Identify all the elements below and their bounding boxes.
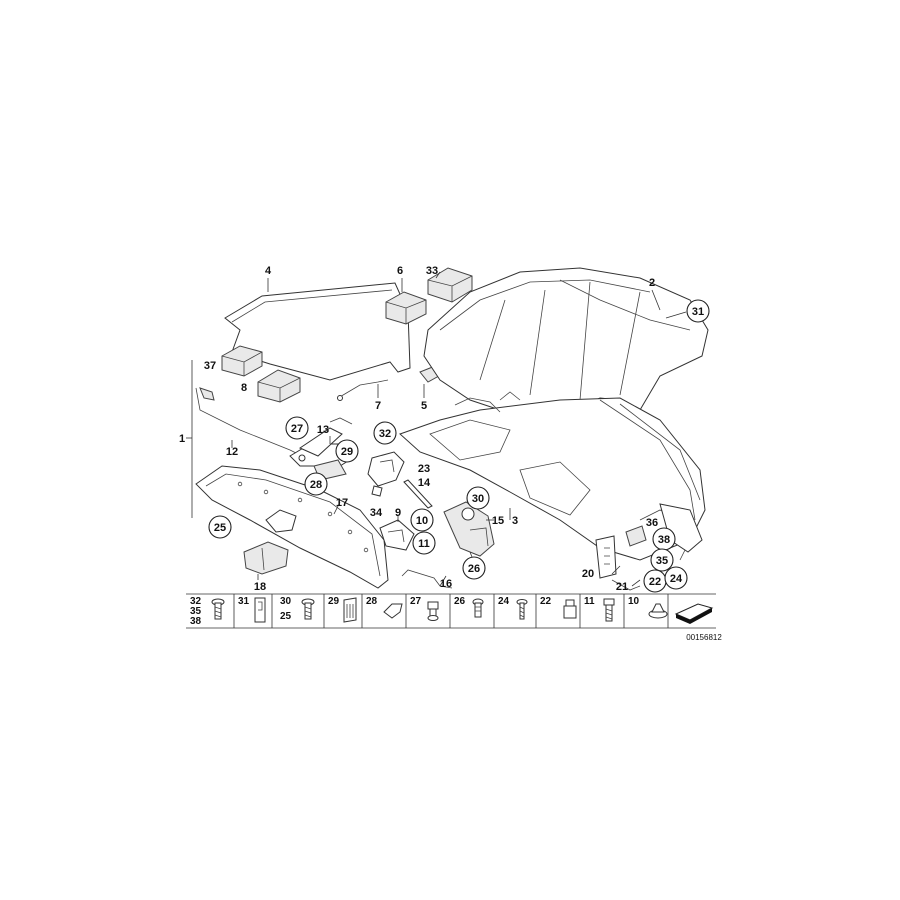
rod-14 [403, 479, 433, 509]
callout-22-circle: 22 [643, 569, 667, 593]
callout-12: 12 [226, 446, 238, 458]
cable-7 [337, 379, 389, 399]
callout-20: 20 [582, 568, 594, 580]
callout-23: 23 [418, 463, 430, 475]
callout-31-circle: 31 [686, 299, 710, 323]
svg-text:27: 27 [291, 423, 303, 435]
svg-text:31: 31 [692, 306, 704, 318]
callout-25-circle: 25 [208, 515, 232, 539]
callout-21: 21 [616, 581, 628, 593]
callout-24-circle: 24 [664, 566, 688, 590]
callout-34: 34 [370, 507, 383, 519]
direction-arrow-icon [674, 603, 714, 624]
legend-num-26: 26 [454, 596, 466, 607]
callout-30-circle: 30 [466, 486, 490, 510]
legend-num-28: 28 [366, 596, 378, 607]
svg-text:30: 30 [472, 493, 484, 505]
callout-2: 2 [649, 277, 655, 289]
callout-8: 8 [241, 382, 247, 394]
legend-num-24: 24 [498, 596, 510, 607]
svg-text:32: 32 [379, 428, 391, 440]
callout-33: 33 [426, 265, 438, 277]
expanding-rivet-icon [648, 603, 668, 619]
callout-15: 15 [492, 515, 504, 527]
callout-35-circle: 35 [650, 548, 674, 572]
callout-5: 5 [421, 400, 427, 412]
callout-29-circle: 29 [335, 439, 359, 463]
callout-17: 17 [336, 497, 348, 509]
svg-text:29: 29 [341, 446, 353, 458]
bracket-23 [367, 451, 405, 497]
legend-num-31: 31 [238, 596, 250, 607]
foam-pad-8 [257, 369, 301, 403]
callout-27-circle: 27 [285, 416, 309, 440]
motor-15 [443, 501, 495, 557]
soft-top-cover [423, 267, 709, 419]
svg-text:11: 11 [418, 538, 430, 550]
svg-text:22: 22 [649, 576, 661, 588]
svg-text:38: 38 [658, 534, 670, 546]
svg-text:28: 28 [310, 479, 322, 491]
catalog-number: 00156812 [686, 633, 722, 642]
callout-36: 36 [646, 517, 658, 529]
rod-16 [401, 569, 453, 589]
callout-18: 18 [254, 581, 266, 593]
spacer-sleeve-icon [563, 599, 577, 619]
svg-text:24: 24 [670, 573, 683, 585]
legend-num-38: 38 [190, 616, 202, 627]
callout-32-circle: 32 [373, 421, 397, 445]
callout-37: 37 [204, 360, 216, 372]
legend-num-22: 22 [540, 596, 552, 607]
legend-num-25: 25 [280, 611, 292, 622]
svg-text:25: 25 [214, 522, 226, 534]
foam-pad-37 [221, 345, 263, 377]
callout-38-circle: 38 [652, 527, 676, 551]
countersunk-screw-icon [516, 599, 528, 620]
foam-pad-33 [427, 267, 473, 303]
svg-text:10: 10 [416, 515, 428, 527]
callout-16: 16 [440, 578, 452, 590]
callout-4: 4 [265, 265, 272, 277]
legend-num-32: 32 [190, 596, 202, 607]
hex-bolt-icon [603, 598, 615, 622]
cover-plate-18 [243, 541, 289, 575]
callout-10-circle: 10 [410, 508, 434, 532]
svg-text:35: 35 [656, 555, 668, 567]
legend-num-27: 27 [410, 596, 422, 607]
legend-num-30: 30 [280, 596, 292, 607]
callout-11-circle: 11 [412, 531, 436, 555]
legend-num-10: 10 [628, 596, 640, 607]
clip-icon [254, 597, 266, 623]
nut-screw-icon [427, 601, 439, 621]
legend-num-29: 29 [328, 596, 340, 607]
callout-14: 14 [418, 477, 431, 489]
pin-icon [472, 598, 484, 618]
callout-9: 9 [395, 507, 401, 519]
callout-26-circle: 26 [462, 556, 486, 580]
foam-pad-6 [385, 291, 427, 325]
svg-text:26: 26 [468, 563, 480, 575]
legend-num-11: 11 [584, 596, 595, 607]
rear-trim-panel [195, 465, 389, 589]
callout-6: 6 [397, 265, 403, 277]
top-frame [399, 391, 706, 561]
callout-3: 3 [512, 515, 518, 527]
bolt-icon [301, 598, 315, 620]
legend-num-35: 35 [190, 606, 202, 617]
latch-assembly [595, 525, 647, 591]
bracket-clip-icon [343, 597, 357, 623]
callout-1: 1 [179, 433, 185, 445]
callout-7: 7 [375, 400, 381, 412]
bracket-9 [379, 519, 415, 551]
callout-13: 13 [317, 424, 329, 436]
cable-clip-icon [383, 603, 403, 619]
fastener-legend: 32 35 38 31 30 25 29 28 [186, 593, 716, 629]
screw-icon [211, 598, 225, 620]
callout-28-circle: 28 [304, 472, 328, 496]
